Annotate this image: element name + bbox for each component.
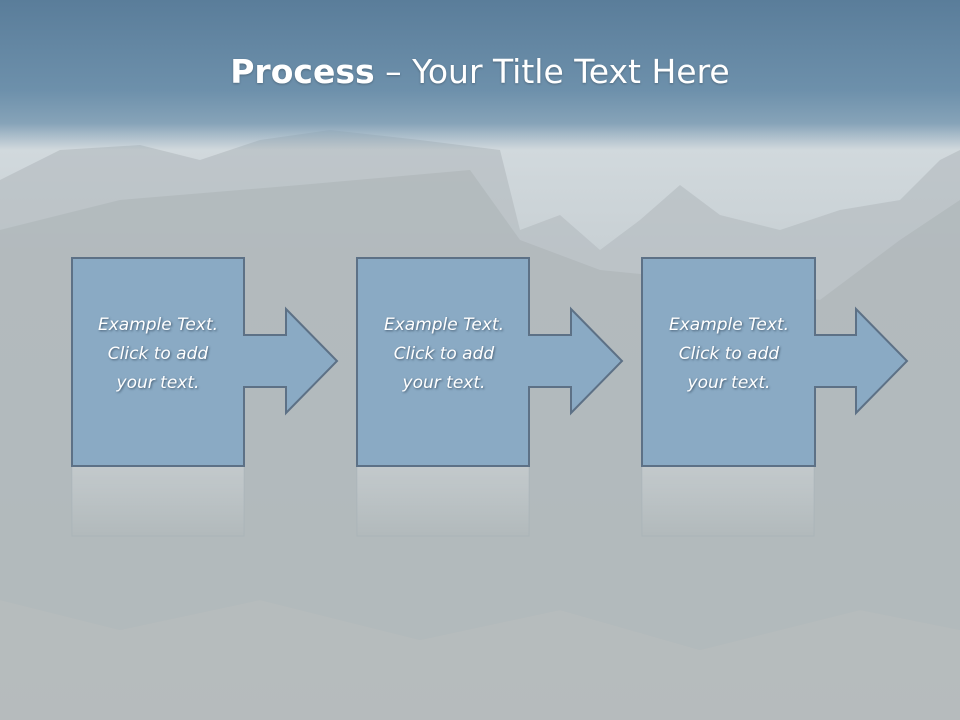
reflections: [71, 465, 815, 537]
title-bold: Process: [230, 52, 375, 91]
title-band: [0, 0, 960, 150]
step-1-line-3: your text.: [116, 373, 200, 393]
process-step-1-shape[interactable]: [71, 257, 339, 467]
process-step-3-shape[interactable]: [641, 257, 909, 467]
title-rest: – Your Title Text Here: [374, 52, 730, 91]
step-2-line-2: Click to add: [393, 344, 495, 364]
slide-title: Process – Your Title Text Here: [0, 52, 960, 91]
process-step-3-text[interactable]: Example Text. Click to add your text.: [643, 311, 815, 398]
step-3-line-2: Click to add: [678, 344, 780, 364]
step-2-line-3: your text.: [402, 373, 486, 393]
step-1-line-2: Click to add: [107, 344, 209, 364]
step-3-line-3: your text.: [687, 373, 771, 393]
process-step-2-shape[interactable]: [356, 257, 624, 467]
step-3-line-1: Example Text.: [668, 315, 790, 335]
step-1-line-1: Example Text.: [97, 315, 219, 335]
process-step-2-text[interactable]: Example Text. Click to add your text.: [358, 311, 530, 398]
step-2-line-1: Example Text.: [383, 315, 505, 335]
process-step-1-text[interactable]: Example Text. Click to add your text.: [72, 311, 244, 398]
